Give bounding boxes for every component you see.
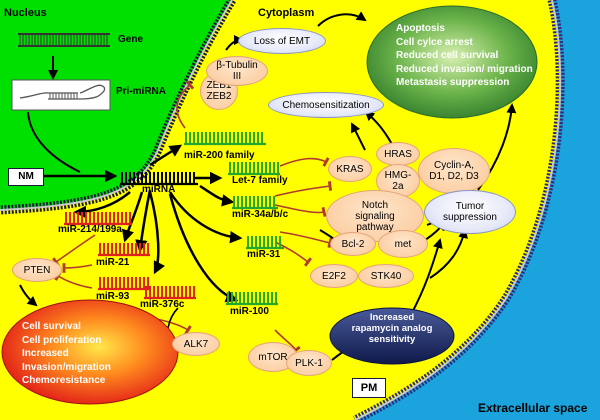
rapa-line-1: Increased <box>369 312 415 323</box>
signaling-text: signaling <box>355 210 395 222</box>
mir-21-ladder <box>98 243 150 257</box>
cyclin-d-text: D1, D2, D3 <box>429 171 479 182</box>
outcome-cell-proliferation: Cell proliferation <box>22 334 102 346</box>
cytoplasm-label: Cytoplasm <box>258 7 315 19</box>
pten-text: PTEN <box>23 264 51 276</box>
hras-target: HRAS <box>376 142 420 166</box>
stk40-target: STK40 <box>358 264 414 288</box>
mir-200-family-label: miR-200 family <box>184 150 255 161</box>
favorable-outcomes-oval <box>366 5 538 119</box>
notch-text: Notch <box>361 199 389 211</box>
loss-of-emt-oval: Loss of EMT <box>238 28 326 54</box>
mir-34-label: miR-34a/b/c <box>232 209 289 220</box>
bcl2-text: Bcl-2 <box>341 238 365 250</box>
mir-93-label: miR-93 <box>96 291 130 302</box>
pathway-text: pathway <box>356 221 394 233</box>
outcome-invasion-migration: Invasion/migration <box>22 361 111 373</box>
met-text: met <box>394 238 412 250</box>
mirna-hub-label: miRNA <box>142 184 176 195</box>
cyclin-target: Cyclin-A,D1, D2, D3 <box>418 148 490 194</box>
gene-label: Gene <box>118 34 144 45</box>
loss-of-emt-text: Loss of EMT <box>253 35 311 47</box>
mirna-hub-ladder <box>120 172 198 186</box>
nucleus-region <box>0 0 232 210</box>
outcome-reduced-survival: Reduced cell survival <box>396 50 499 61</box>
let-7-ladder <box>228 162 280 176</box>
plasma-membrane-label: PM <box>352 378 386 398</box>
stk40-text: STK40 <box>370 270 402 282</box>
suppression-text: suppression <box>443 212 497 223</box>
pri-mirna-label: Pri-miRNA <box>116 86 167 97</box>
extracellular-label: Extracellular space <box>478 401 588 415</box>
tubulin-text: β-Tubulin <box>216 60 258 71</box>
bcl2-target: Bcl-2 <box>330 232 376 256</box>
tubulin-iii-text: III <box>232 71 242 82</box>
rapa-line-2: rapamycin analog <box>351 322 433 334</box>
rapa-line-3: sensitivity <box>368 333 416 345</box>
gene-dna-icon <box>18 33 110 47</box>
rapamycin-sensitivity-label: Increased rapamycin analog sensitivity <box>332 312 452 346</box>
outcome-chemoresistance: Chemoresistance <box>22 375 106 386</box>
kras-text: KRAS <box>336 163 364 175</box>
mir-21-label: miR-21 <box>96 257 130 268</box>
plk1-text: PLK-1 <box>295 357 323 369</box>
mir-34-ladder <box>232 196 278 210</box>
outcome-increased: Increased <box>22 348 69 359</box>
mir-214-label: miR-214/199a <box>58 224 122 235</box>
plk1-target: PLK-1 <box>286 350 332 376</box>
alk7-text: ALK7 <box>183 338 209 350</box>
hmg-2a-text: 2a <box>392 181 404 192</box>
unfavorable-outcomes-list: Cell survival Cell proliferation Increas… <box>22 320 111 388</box>
hras-text: HRAS <box>384 148 412 160</box>
chemosensitization-text: Chemosensitization <box>282 99 370 111</box>
nucleus-label: Nucleus <box>4 7 47 19</box>
cyclin-a-text: Cyclin-A, <box>433 160 474 171</box>
let-7-family-label: Let-7 family <box>232 175 288 186</box>
outcome-reduced-invasion: Reduced invasion/ migration <box>396 63 533 75</box>
met-target: met <box>378 230 428 258</box>
mir-31-label: miR-31 <box>247 249 281 260</box>
tumor-text: Tumor <box>455 201 485 212</box>
kras-target: KRAS <box>328 156 372 182</box>
zeb1-text: ZEB1 <box>206 80 232 91</box>
nuclear-membrane-label: NM <box>8 168 44 186</box>
e2f2-text: E2F2 <box>322 270 346 282</box>
outcome-cell-survival: Cell survival <box>22 321 81 332</box>
mir-93-ladder <box>98 277 150 291</box>
hmg-text: HMG- <box>384 170 412 181</box>
outcome-metastasis-suppression: Metastasis suppression <box>396 77 510 88</box>
outcome-cell-cycle-arrest: Cell cylce arrest <box>396 36 473 48</box>
e2f2-target: E2F2 <box>310 264 358 288</box>
mir-214-ladder <box>64 212 132 226</box>
favorable-outcomes-list: Apoptosis Cell cylce arrest Reduced cell… <box>396 22 533 90</box>
pten-target: PTEN <box>12 258 62 282</box>
mir-31-ladder <box>246 236 284 250</box>
pri-mirna-hairpin-icon <box>11 79 111 111</box>
mir-100-label: miR-100 <box>230 306 269 317</box>
rapamycin-sensitivity-oval <box>329 307 455 365</box>
mir-100-ladder <box>226 292 278 306</box>
mir-376c-label: miR-376c <box>140 299 185 310</box>
zeb2-text: ZEB2 <box>206 91 232 102</box>
mtor-text: mTOR <box>258 351 288 363</box>
alk7-target: ALK7 <box>172 332 220 356</box>
outcome-apoptosis: Apoptosis <box>396 23 445 34</box>
chemosensitization-oval: Chemosensitization <box>268 92 384 118</box>
mir-200-ladder <box>184 132 266 146</box>
